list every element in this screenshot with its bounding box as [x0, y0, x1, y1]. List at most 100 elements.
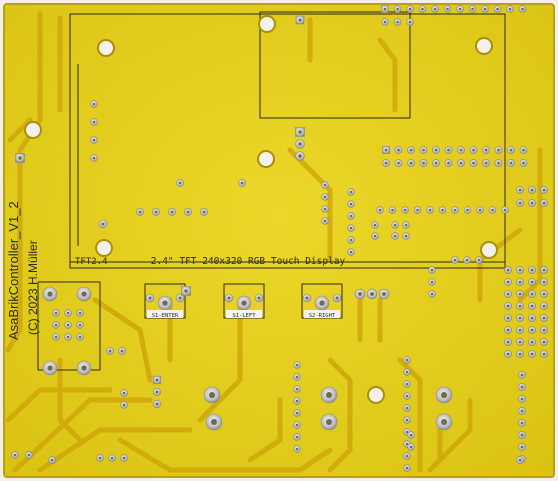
pad-drill-hole	[530, 201, 534, 205]
pad-drill-hole	[349, 214, 353, 218]
pad-drill-hole	[408, 7, 412, 11]
pad-drill-hole	[478, 208, 482, 212]
pad-drill-hole	[453, 208, 457, 212]
pad-drill-hole	[178, 181, 182, 185]
pad-drill-hole	[323, 219, 327, 223]
pad-drill-hole	[405, 442, 409, 446]
pad-drill-hole	[518, 304, 522, 308]
pad-drill-hole	[483, 7, 487, 11]
pad-drill-hole	[382, 292, 386, 296]
pad-drill-hole	[384, 148, 388, 152]
pad-drill-hole	[108, 349, 112, 353]
pad-drill-hole	[477, 258, 481, 262]
pad-drill-hole	[122, 456, 126, 460]
pad-drill-hole	[295, 423, 299, 427]
pad-drill-hole	[66, 323, 70, 327]
pad-drill-hole	[542, 352, 546, 356]
pad-drill-hole	[295, 447, 299, 451]
pad-drill-hole	[373, 234, 377, 238]
pad-drill-hole	[520, 445, 524, 449]
pad-drill-hole	[92, 102, 96, 106]
pad-drill-hole	[323, 207, 327, 211]
pad-drill-hole	[393, 223, 397, 227]
pad-drill-hole	[409, 148, 413, 152]
pad-drill-hole	[522, 148, 525, 152]
pad-drill-hole	[405, 358, 409, 362]
pad-drill-hole	[472, 148, 475, 152]
pad-drill-hole	[520, 373, 524, 377]
switch-s2-right: S2-RIGHT	[304, 310, 340, 319]
pad-drill-hole	[520, 409, 524, 413]
pad-drill-hole	[518, 268, 522, 272]
pad-drill-hole	[92, 156, 96, 160]
pad-drill-hole	[295, 387, 299, 391]
pad-drill-hole	[530, 340, 534, 344]
pad-drill-hole	[54, 335, 58, 339]
pad-drill-hole	[405, 466, 409, 470]
pad-drill-hole	[404, 223, 408, 227]
pad-drill-hole	[155, 402, 159, 406]
pad-drill-hole	[542, 201, 546, 205]
pad-drill-hole	[241, 300, 247, 306]
pad-drill-hole	[506, 292, 510, 296]
pad-drill-hole	[518, 280, 522, 284]
pad-drill-hole	[54, 311, 58, 315]
pad-drill-hole	[518, 316, 522, 320]
pad-drill-hole	[18, 156, 22, 160]
pad-drill-hole	[440, 391, 448, 399]
pad-drill-hole	[542, 268, 546, 272]
pad-drill-hole	[422, 148, 425, 152]
pad-drill-hole	[542, 292, 546, 296]
pad-drill-hole	[472, 161, 475, 165]
pad-drill-hole	[466, 208, 469, 212]
pad-drill-hole	[506, 316, 510, 320]
pad-drill-hole	[349, 226, 353, 230]
pad-drill-hole	[530, 352, 534, 356]
pad-drill-hole	[521, 7, 524, 11]
pad-drill-hole	[471, 7, 474, 11]
pad-drill-hole	[408, 20, 412, 24]
pad-drill-hole	[184, 289, 188, 293]
pad-drill-hole	[370, 292, 374, 296]
pad-drill-hole	[433, 7, 437, 11]
pad-drill-hole	[506, 268, 510, 272]
pad-drill-hole	[459, 148, 463, 152]
pad-drill-hole	[484, 148, 488, 152]
pad-drill-hole	[66, 335, 70, 339]
pad-drill-hole	[27, 453, 31, 457]
pad-drill-hole	[404, 234, 408, 238]
tft-display-outline	[69, 13, 506, 269]
pad-drill-hole	[349, 202, 353, 206]
pad-drill-hole	[202, 210, 206, 214]
pad-drill-hole	[391, 208, 394, 212]
copyright-label: (C) 2023 H.Müller	[26, 240, 40, 335]
pad-drill-hole	[349, 238, 353, 242]
pad-drill-hole	[122, 403, 126, 407]
pad-drill-hole	[518, 458, 522, 462]
silkscreen-outlines	[37, 11, 506, 371]
pad-drill-hole	[518, 328, 522, 332]
pad-drill-hole	[295, 375, 299, 379]
pad-drill-hole	[13, 453, 17, 457]
solder-pads	[11, 5, 548, 472]
pad-drill-hole	[530, 328, 534, 332]
pad-drill-hole	[122, 391, 126, 395]
pad-drill-hole	[530, 304, 534, 308]
pad-drill-hole	[295, 411, 299, 415]
pad-drill-hole	[405, 454, 409, 458]
pad-drill-hole	[497, 161, 500, 165]
pad-drill-hole	[518, 188, 522, 192]
pad-drill-hole	[465, 258, 469, 262]
pad-drill-hole	[92, 138, 96, 142]
copper-traces	[5, 11, 543, 473]
pad-drill-hole	[101, 222, 105, 226]
pad-drill-hole	[405, 370, 409, 374]
switch-s1-enter: S1-ENTER	[147, 310, 183, 319]
pad-drill-hole	[92, 120, 96, 124]
pad-drill-hole	[325, 391, 333, 399]
pad-drill-hole	[542, 328, 546, 332]
pad-drill-hole	[323, 195, 327, 199]
pad-drill-hole	[298, 154, 302, 158]
pad-drill-hole	[393, 234, 397, 238]
connector-outline	[37, 281, 101, 371]
